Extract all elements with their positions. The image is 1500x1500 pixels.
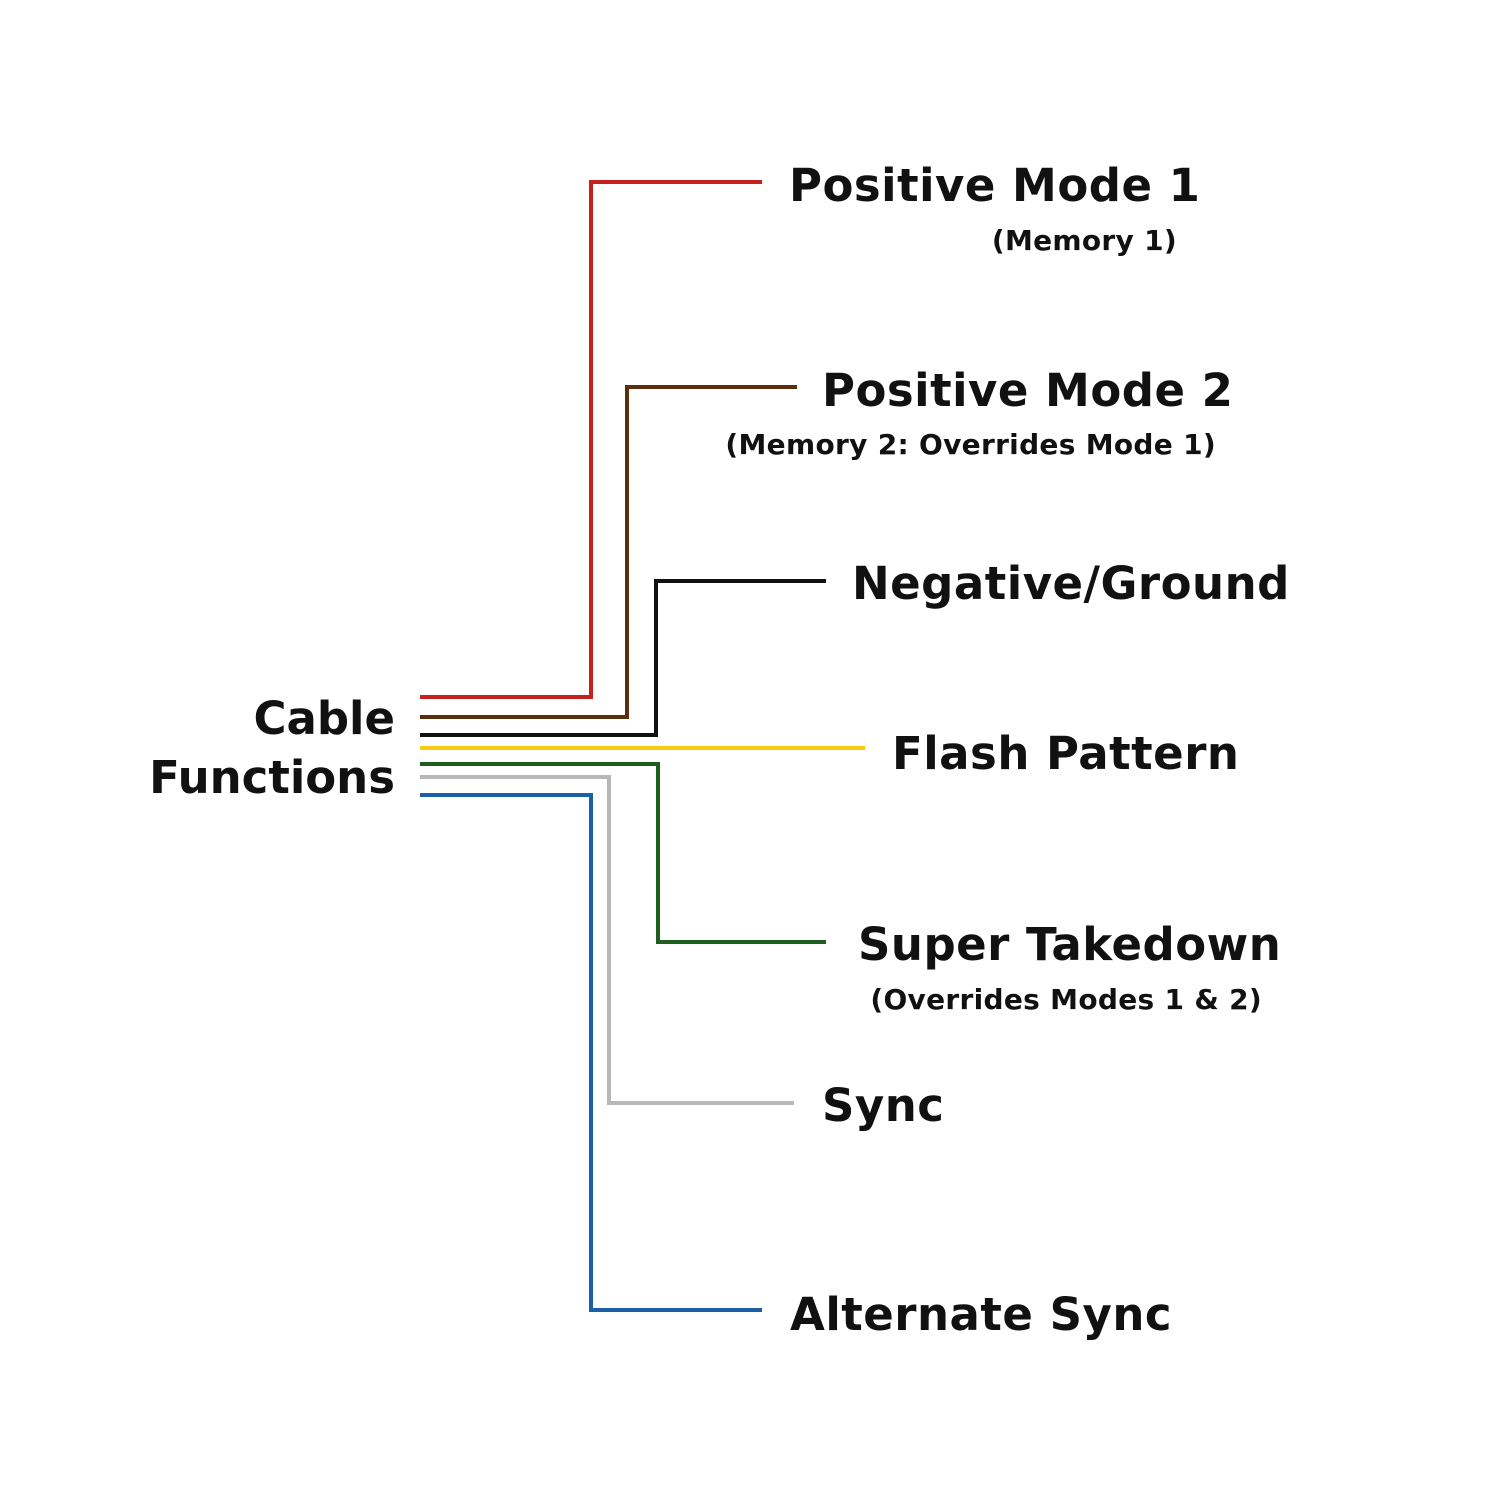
wire-brown	[420, 385, 797, 719]
note-positive-mode-1: (Memory 1)	[991, 224, 1177, 257]
wire-gray	[420, 775, 794, 1105]
label-sync: Sync	[822, 1079, 945, 1132]
label-alternate-sync: Alternate Sync	[790, 1288, 1173, 1341]
note-positive-mode-2: (Memory 2: Overrides Mode 1)	[725, 428, 1216, 461]
label-negative-ground: Negative/Ground	[852, 557, 1290, 610]
source-label-line2: Functions	[149, 751, 395, 804]
label-flash-pattern: Flash Pattern	[892, 727, 1240, 780]
wire-green	[420, 762, 826, 944]
note-super-takedown: (Overrides Modes 1 & 2)	[870, 983, 1262, 1016]
wire-blue	[420, 793, 762, 1312]
wire-black	[420, 579, 826, 737]
label-super-takedown: Super Takedown	[858, 918, 1282, 971]
label-positive-mode-2: Positive Mode 2	[822, 364, 1234, 417]
label-positive-mode-1: Positive Mode 1	[789, 159, 1201, 212]
wire-red	[420, 180, 762, 699]
source-label-line1: Cable	[253, 692, 395, 745]
